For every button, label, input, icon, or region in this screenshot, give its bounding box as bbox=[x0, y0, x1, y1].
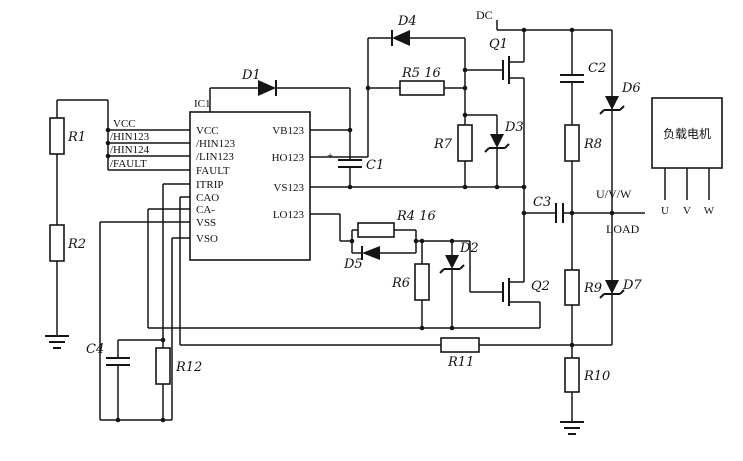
motor-terminal-w: W bbox=[704, 205, 715, 217]
ic1-pin-vs123: VS123 bbox=[273, 182, 304, 194]
mosfet-q1: Q1 bbox=[489, 37, 510, 84]
capacitor-c1: + C1 bbox=[327, 150, 384, 173]
diode-d1: D1 bbox=[241, 68, 277, 96]
input-lin-label: /HIN124 bbox=[110, 144, 150, 156]
ic1-pin-lo123: LO123 bbox=[273, 209, 305, 221]
zener-d6: D6 bbox=[599, 81, 641, 115]
resistor-r6: R6 bbox=[391, 263, 430, 301]
junction-dots bbox=[105, 27, 615, 423]
r2-label: R2 bbox=[67, 237, 86, 252]
c1-plus-sign: + bbox=[327, 150, 333, 162]
ground-symbol-left bbox=[45, 335, 69, 349]
c4-label: C4 bbox=[86, 342, 104, 357]
c3-label: C3 bbox=[533, 195, 551, 210]
d6-label: D6 bbox=[621, 81, 641, 96]
resistor-r2: R2 bbox=[49, 224, 86, 262]
capacitor-c3: C3 bbox=[533, 195, 564, 223]
ic1-pin-itrip: ITRIP bbox=[196, 179, 224, 191]
r11-label: R11 bbox=[447, 355, 474, 370]
r9-label: R9 bbox=[583, 281, 602, 296]
resistor-r4: R4 16 bbox=[357, 209, 436, 238]
q1-label: Q1 bbox=[489, 37, 508, 52]
r12-label: R12 bbox=[175, 360, 202, 375]
load-label: LOAD bbox=[606, 222, 640, 236]
input-labels: VCC /HIN123 /HIN124 /FAULT bbox=[110, 118, 150, 170]
r8-label: R8 bbox=[583, 137, 602, 152]
resistor-r7: R7 bbox=[433, 124, 473, 162]
diode-d5: D5 bbox=[343, 246, 380, 272]
ic1-pin-vss: VSS bbox=[196, 217, 216, 229]
ic1: IC1 VCC /HIN123 /LIN123 FAULT ITRIP CAO … bbox=[189, 98, 311, 261]
wires bbox=[56, 20, 710, 422]
motor-terminal-v: V bbox=[683, 205, 691, 217]
c2-label: C2 bbox=[588, 61, 606, 76]
r6-label: R6 bbox=[391, 276, 410, 291]
capacitor-c4: C4 bbox=[86, 342, 130, 366]
ic1-pin-ho123: HO123 bbox=[272, 152, 305, 164]
r10-label: R10 bbox=[583, 369, 610, 384]
ic1-pin-vb123: VB123 bbox=[272, 125, 304, 137]
r4-label: R4 16 bbox=[396, 209, 436, 224]
resistor-r12: R12 bbox=[155, 347, 202, 385]
d5-label: D5 bbox=[343, 257, 363, 272]
resistor-r10: R10 bbox=[564, 357, 610, 393]
ic1-pin-vcc: VCC bbox=[196, 125, 219, 137]
mosfet-q2: Q2 bbox=[502, 278, 550, 306]
ground-symbol-right bbox=[560, 421, 584, 435]
motor-name-label: 负载电机 bbox=[663, 127, 711, 141]
uvw-label: U/V/W bbox=[596, 187, 632, 201]
ic1-pin-cao: CAO bbox=[196, 192, 219, 204]
c1-label: C1 bbox=[366, 158, 384, 173]
zener-d3: D3 bbox=[484, 120, 524, 153]
ic1-pin-lin123: /LIN123 bbox=[196, 151, 234, 163]
d2-label: D2 bbox=[459, 241, 479, 256]
resistor-r9: R9 bbox=[564, 269, 602, 306]
r7-label: R7 bbox=[433, 137, 453, 152]
resistor-r11: R11 bbox=[440, 337, 480, 370]
dc-supply-label: DC bbox=[476, 8, 493, 22]
d3-label: D3 bbox=[504, 120, 524, 135]
ic1-ref-label: IC1 bbox=[194, 98, 211, 110]
q2-label: Q2 bbox=[531, 279, 550, 294]
r1-label: R1 bbox=[67, 130, 86, 145]
capacitor-c2: C2 bbox=[560, 61, 606, 83]
r5-label: R5 16 bbox=[401, 66, 441, 81]
zener-d2: D2 bbox=[439, 241, 479, 274]
diode-d4: D4 bbox=[391, 14, 417, 46]
motor-terminal-u: U bbox=[661, 205, 669, 217]
resistor-r8: R8 bbox=[564, 124, 602, 162]
ic1-pin-ca-minus: CA- bbox=[196, 204, 215, 216]
input-vcc-label: VCC bbox=[113, 118, 136, 130]
d7-label: D7 bbox=[622, 278, 642, 293]
resistor-r1: R1 bbox=[49, 117, 86, 155]
d1-label: D1 bbox=[241, 68, 261, 83]
d4-label: D4 bbox=[397, 14, 417, 29]
ic1-pin-hin123: /HIN123 bbox=[196, 138, 236, 150]
ic1-pin-fault: FAULT bbox=[196, 165, 230, 177]
ic1-pin-vso: VSO bbox=[196, 233, 218, 245]
resistor-r5: R5 16 bbox=[399, 66, 445, 96]
input-fault-label: /FAULT bbox=[110, 158, 147, 170]
motor-box: 负载电机 U V W bbox=[651, 97, 723, 217]
zener-d7: D7 bbox=[599, 278, 642, 299]
input-hin-label: /HIN123 bbox=[110, 131, 150, 143]
